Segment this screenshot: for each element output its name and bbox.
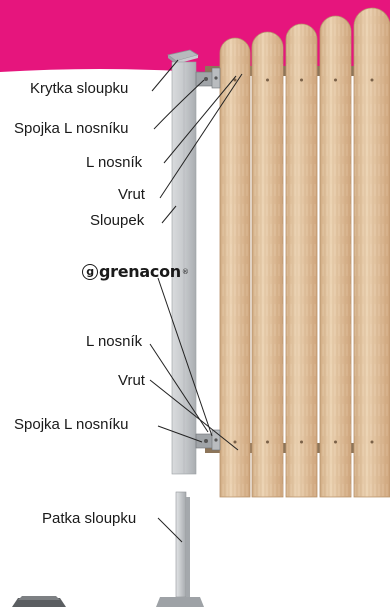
brand-name: grenacon: [99, 262, 181, 281]
board-screw: [370, 78, 374, 82]
label-post-cap: Krytka sloupku: [30, 80, 129, 97]
base-slab-top: [18, 596, 60, 600]
g-circle-logo-icon: g: [82, 263, 98, 280]
label-screw-bottom: Vrut: [118, 372, 145, 389]
label-l-bracket-top: L nosník: [86, 154, 143, 171]
label-l-bracket-bottom: L nosník: [86, 333, 143, 350]
registered-mark: ®: [181, 267, 189, 276]
post-group: [167, 49, 199, 475]
grenacon-logo: g grenacon ®: [82, 262, 189, 281]
board-screw: [266, 78, 269, 82]
label-l-bracket-connector-top: Spojka L nosníku: [14, 120, 129, 137]
fence-boards: [219, 7, 390, 498]
board-screw: [300, 78, 303, 82]
board-screw: [334, 440, 337, 444]
label-post-foot: Patka sloupku: [42, 510, 137, 527]
fence-board-grain: [286, 24, 317, 497]
board-screw: [266, 440, 269, 444]
l-bracket-top: [195, 67, 221, 89]
leader-lines: [149, 59, 243, 543]
fence-board-grain: [320, 16, 351, 497]
post-foot: [156, 491, 204, 607]
fence-board-grain: [354, 8, 390, 497]
base-slab: [12, 598, 66, 607]
label-post: Sloupek: [90, 212, 145, 229]
board-screw: [300, 440, 303, 444]
board-screw: [233, 78, 237, 82]
l-bracket-bottom: [195, 429, 221, 451]
board-screw: [370, 440, 374, 444]
label-l-bracket-connector-bottom: Spojka L nosníku: [14, 416, 129, 433]
board-screw: [233, 440, 237, 444]
board-screw: [334, 78, 337, 82]
label-screw-top: Vrut: [118, 186, 145, 203]
fence-board-grain: [220, 38, 250, 497]
fence-board-grain: [252, 32, 283, 497]
